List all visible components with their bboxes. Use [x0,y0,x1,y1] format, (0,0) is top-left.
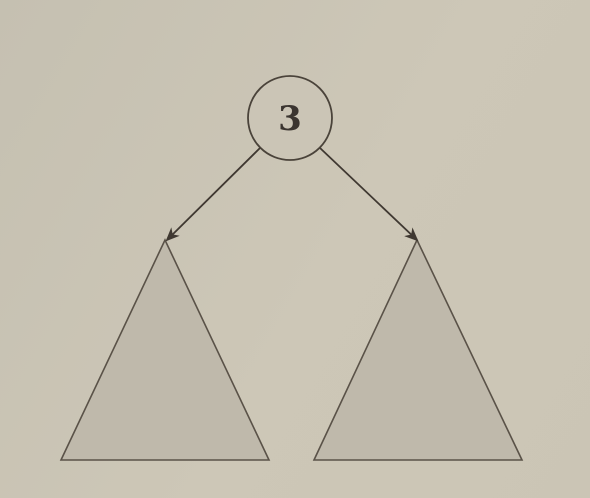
left-subtree-triangle [59,238,271,461]
right-subtree-triangle [312,238,524,461]
root-node: 3 [247,75,333,161]
root-node-label: 3 [278,99,302,139]
edge-to-right-subtree [319,147,419,242]
root-node-circle [247,75,333,161]
edge-to-left-subtree [165,147,261,242]
